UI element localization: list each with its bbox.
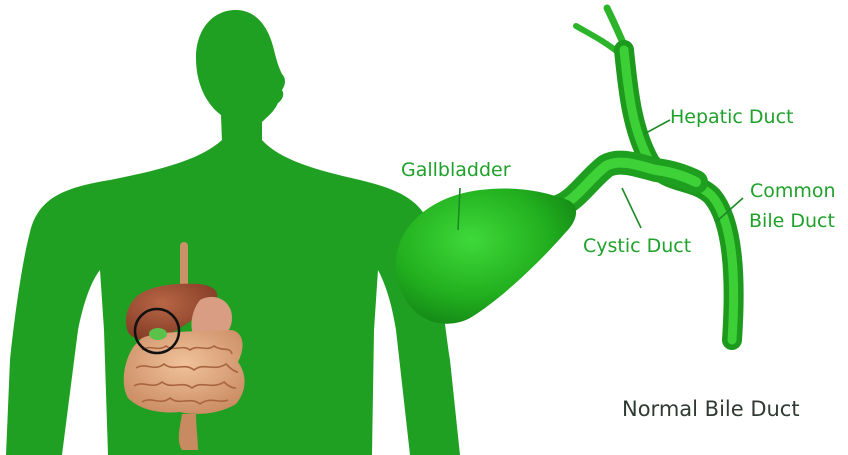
gallbladder [396, 188, 576, 323]
gallbladder-label: Gallbladder [401, 159, 511, 181]
common-bile-duct-label-line2: Bile Duct [749, 210, 835, 232]
cystic-duct-leader [622, 188, 641, 228]
common-bile-duct-shadow [624, 50, 734, 340]
hepatic-branch-left [576, 26, 620, 54]
hepatic-duct-label: Hepatic Duct [670, 106, 793, 128]
gallbladder-location [149, 328, 167, 340]
diagram-caption: Normal Bile Duct [622, 397, 800, 421]
hepatic-duct-leader [644, 120, 670, 134]
common-bile-duct-label-line1: Common [750, 180, 836, 202]
cystic-duct-label: Cystic Duct [583, 235, 691, 257]
